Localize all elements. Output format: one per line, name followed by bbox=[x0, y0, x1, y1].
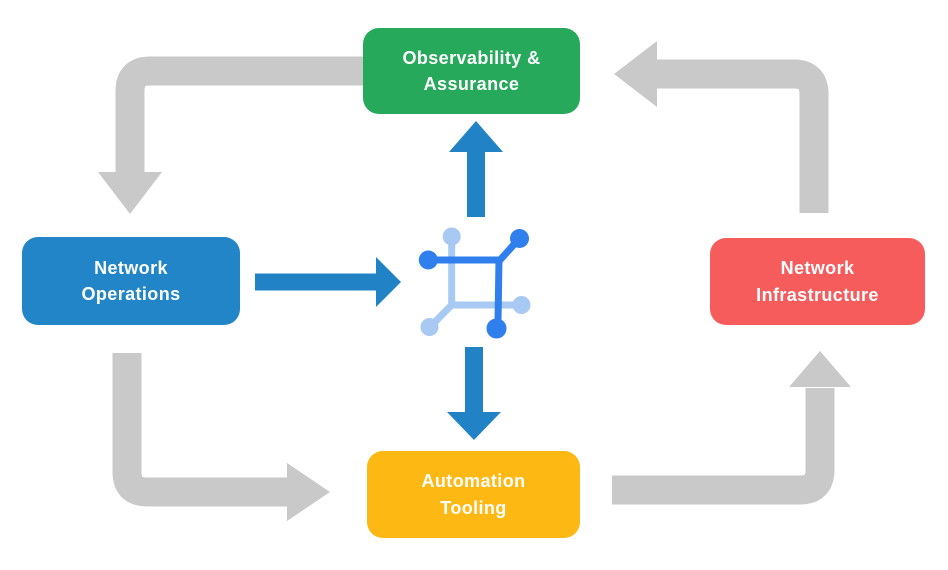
node-network-infrastructure-label: Network Infrastructure bbox=[756, 258, 879, 305]
node-automation-tooling-label: Automation Tooling bbox=[421, 471, 526, 518]
arrow-infrastructure-to-observability bbox=[614, 41, 829, 213]
node-automation-tooling: Automation Tooling bbox=[367, 451, 580, 538]
node-observability-assurance-label: Observability & Assurance bbox=[402, 47, 541, 94]
arrow-observability-to-operations bbox=[98, 56, 363, 214]
node-network-operations: Network Operations bbox=[22, 237, 240, 325]
node-network-operations-label: Network Operations bbox=[81, 257, 181, 304]
arrow-automation-to-infrastructure bbox=[612, 351, 851, 505]
arrow-center-to-observability bbox=[449, 121, 503, 217]
network-mesh-icon bbox=[418, 227, 531, 339]
arrow-center-to-automation bbox=[447, 347, 501, 440]
arrow-operations-to-automation bbox=[112, 353, 330, 521]
arrow-operations-to-center bbox=[255, 257, 401, 307]
node-observability-assurance: Observability & Assurance bbox=[363, 28, 580, 114]
node-network-infrastructure: Network Infrastructure bbox=[710, 238, 925, 325]
